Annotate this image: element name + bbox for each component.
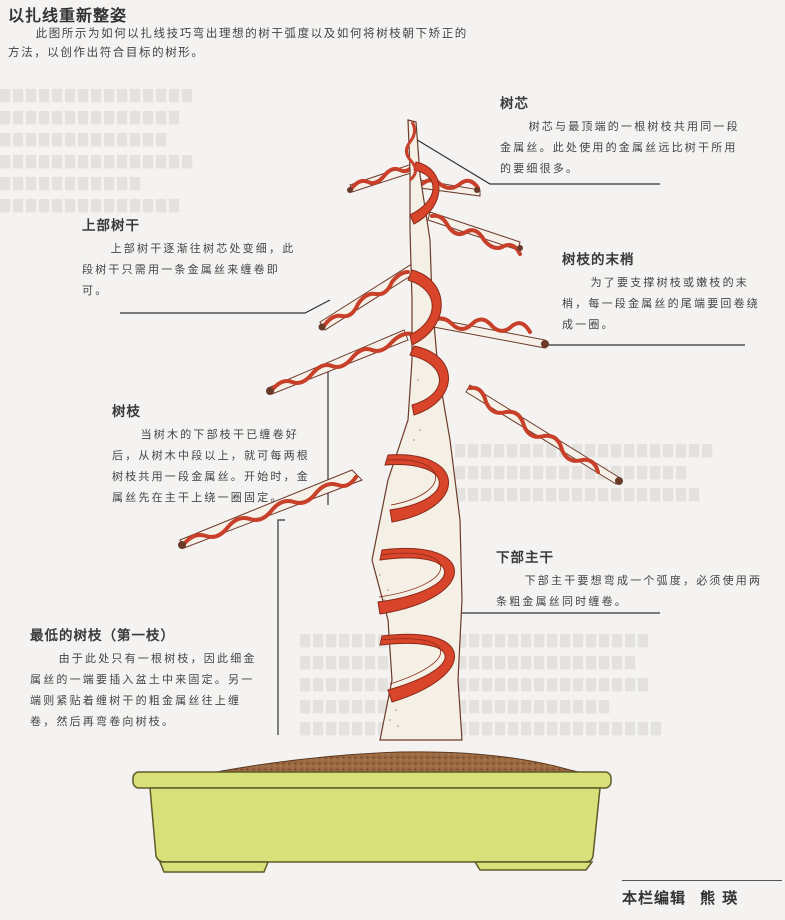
article-title: 以扎线重新整姿: [8, 6, 128, 25]
credit-editor: 熊 瑛: [700, 889, 739, 907]
bleed-through-text: ▇▇▇▇▇▇▇▇▇▇▇▇▇▇▇▇▇▇▇▇▇▇▇▇▇▇▇▇▇▇▇▇▇▇▇▇▇▇▇▇…: [455, 443, 715, 502]
callout-body: 上部树干逐渐往树芯处变细，此段树干只需用一条金属丝来缠卷即可。: [82, 242, 296, 297]
callout-heading: 树芯: [500, 96, 529, 112]
callout-apex: 树芯 树芯与最顶端的一根树枝共用同一段金属丝。此处使用的金属丝远比树干所用的要细…: [500, 92, 740, 179]
callout-body: 树芯与最顶端的一根树枝共用同一段金属丝。此处使用的金属丝远比树干所用的要细很多。: [500, 120, 740, 175]
callout-heading: 树枝: [112, 404, 141, 420]
callout-upper-trunk: 上部树干 上部树干逐渐往树芯处变细，此段树干只需用一条金属丝来缠卷即可。: [82, 214, 302, 301]
trunk-wire-coils: [377, 161, 455, 703]
editor-credit: 本栏编辑熊 瑛: [622, 880, 782, 908]
callout-branch-tips: 树枝的末梢 为了要支撑树枝或嫩枝的末梢，每一段金属丝的尾端要回卷绕成一圈。: [562, 248, 762, 335]
callout-branches: 树枝 当树木的下部枝干已缠卷好后，从树木中段以上，就可每两根树枝共用一段金属丝。…: [112, 400, 314, 508]
callout-body: 下部主干要想弯成一个弧度，必须使用两条粗金属丝同时缠卷。: [496, 574, 763, 608]
callout-heading: 上部树干: [82, 218, 140, 234]
credit-label: 本栏编辑: [622, 889, 687, 907]
callout-heading: 最低的树枝（第一枝）: [30, 628, 175, 644]
callout-body: 当树木的下部枝干已缠卷好后，从树木中段以上，就可每两根树枝共用一段金属丝。开始时…: [112, 428, 310, 504]
apex-wire: [405, 121, 417, 182]
wire-tip-loops: [178, 187, 623, 549]
callout-lowest-branch: 最低的树枝（第一枝） 由于此处只有一根树枝，因此细金属丝的一端要插入盆土中来固定…: [30, 624, 266, 732]
callout-lower-trunk: 下部主干 下部主干要想弯成一个弧度，必须使用两条粗金属丝同时缠卷。: [496, 546, 771, 612]
article-intro: 此图所示为如何以扎线技巧弯出理想的树干弧度以及如何将树枝朝下矫正的方法，以创作出…: [8, 26, 468, 59]
trunk-wire-lines: [378, 459, 442, 685]
callout-body: 由于此处只有一根树枝，因此细金属丝的一端要插入盆土中来固定。另一端则紧贴着缠树干…: [30, 652, 257, 728]
soil: [189, 751, 601, 778]
callout-heading: 树枝的末梢: [562, 252, 635, 268]
callout-heading: 下部主干: [496, 550, 554, 566]
bonsai-pot: [132, 771, 612, 873]
bleed-through-text: ▇▇▇▇▇▇▇▇▇▇▇▇▇▇▇▇▇▇▇▇▇▇▇▇▇▇▇▇▇▇▇▇▇▇▇▇▇▇▇▇…: [0, 88, 195, 213]
callout-body: 为了要支撑树枝或嫩枝的末梢，每一段金属丝的尾端要回卷绕成一圈。: [562, 276, 760, 331]
